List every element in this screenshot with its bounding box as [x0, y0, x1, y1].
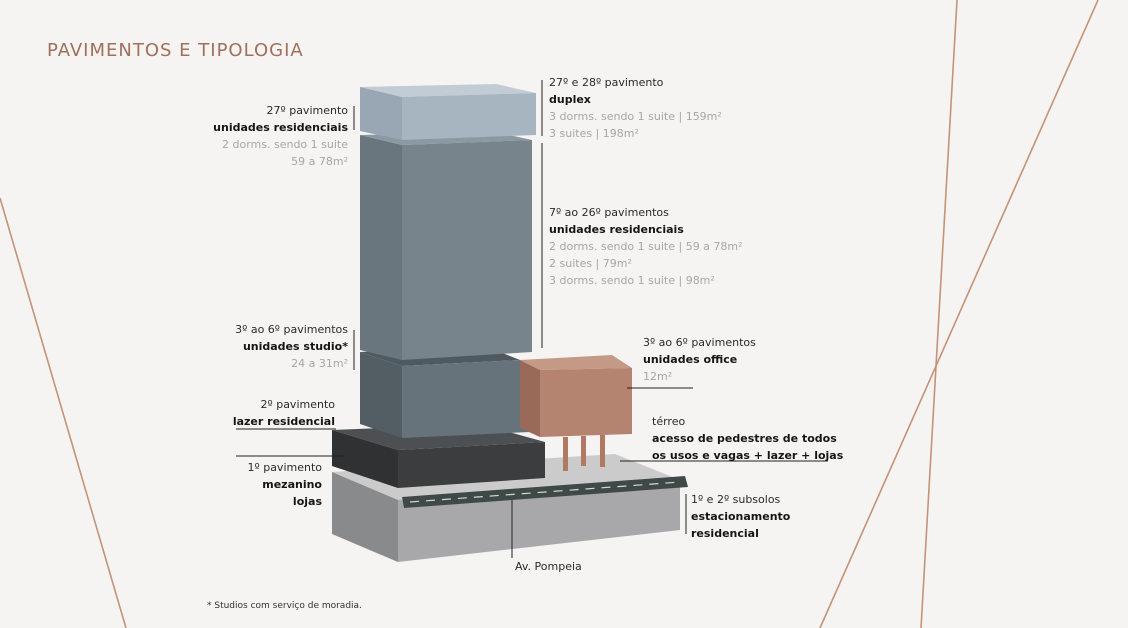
duplex-block-top	[360, 84, 536, 97]
label-studio: 3º ao 6º pavimentos unidades studio* 24 …	[235, 321, 348, 372]
label-street-name: Av. Pompeia	[515, 560, 582, 573]
label-mezanino-name: lojas	[292, 495, 322, 508]
label-lazer-name: lazer residencial	[232, 415, 335, 428]
label-floor27-line: 59 a 78m²	[291, 155, 348, 168]
tower-block-left	[360, 135, 402, 360]
label-floors7-26-line: 3 dorms. sendo 1 suite | 98m²	[549, 274, 715, 287]
footnote: * Studios com serviço de moradia.	[207, 601, 362, 611]
duplex-block-left	[360, 87, 402, 140]
label-floor27-name: unidades residenciais	[213, 121, 348, 134]
label-street: Av. Pompeia	[515, 558, 582, 575]
office-pillar	[563, 437, 568, 471]
label-mezanino-title: 1º pavimento	[247, 461, 322, 474]
label-subsolos: 1º e 2º subsolos estacionamento residenc…	[691, 491, 790, 542]
label-mezanino: 1º pavimento mezanino lojas	[248, 459, 322, 510]
label-floors7-26: 7º ao 26º pavimentos unidades residencia…	[549, 204, 743, 289]
lazer-block-left	[332, 430, 398, 488]
office-pillar	[600, 435, 605, 467]
label-terreo-name: os usos e vagas + lazer + lojas	[652, 449, 844, 462]
lazer-block-front	[398, 442, 545, 488]
label-floor27-line: 2 dorms. sendo 1 suite	[222, 138, 348, 151]
label-studio-name: unidades studio*	[242, 340, 348, 353]
label-studio-title: 3º ao 6º pavimentos	[235, 323, 348, 336]
label-studio-line: 24 a 31m²	[291, 357, 348, 370]
label-floor27-title: 27º pavimento	[266, 104, 348, 117]
tower-block-front	[402, 140, 532, 360]
copper-line-left	[0, 197, 127, 628]
label-office: 3º ao 6º pavimentos unidades office 12m²	[643, 334, 756, 385]
label-duplex-title: 27º e 28º pavimento	[549, 76, 664, 89]
label-floors7-26-title: 7º ao 26º pavimentos	[549, 206, 669, 219]
base-block-left	[332, 472, 398, 562]
label-floors7-26-name: unidades residenciais	[549, 223, 684, 236]
label-floor27: 27º pavimento unidades residenciais 2 do…	[213, 102, 348, 170]
label-terreo-name: acesso de pedestres de todos	[652, 432, 837, 445]
office-pillar	[581, 436, 586, 466]
label-subsolos-name: residencial	[691, 527, 759, 540]
label-duplex-line: 3 suites | 198m²	[549, 127, 639, 140]
street-dash	[409, 481, 681, 503]
label-subsolos-title: 1º e 2º subsolos	[691, 493, 781, 506]
label-duplex-line: 3 dorms. sendo 1 suite | 159m²	[549, 110, 722, 123]
label-lazer-title: 2º pavimento	[260, 398, 335, 411]
label-duplex-name: duplex	[549, 93, 591, 106]
page-title: PAVIMENTOS E TIPOLOGIA	[47, 40, 304, 61]
office-block-top	[520, 355, 632, 370]
label-subsolos-name: estacionamento	[691, 510, 791, 523]
label-lazer: 2º pavimento lazer residencial	[233, 396, 335, 430]
office-block-front	[540, 368, 632, 437]
label-mezanino-name: mezanino	[262, 478, 322, 491]
label-floors7-26-line: 2 suites | 79m²	[549, 257, 632, 270]
label-terreo: térreo acesso de pedestres de todos os u…	[652, 413, 843, 464]
label-terreo-title: térreo	[652, 415, 686, 428]
label-office-title: 3º ao 6º pavimentos	[643, 336, 756, 349]
label-floors7-26-line: 2 dorms. sendo 1 suite | 59 a 78m²	[549, 240, 743, 253]
label-office-name: unidades office	[643, 353, 738, 366]
copper-line-right-2	[819, 0, 1099, 628]
copper-line-right-1	[920, 0, 958, 628]
studio-block-front	[402, 360, 530, 438]
label-duplex: 27º e 28º pavimento duplex 3 dorms. send…	[549, 74, 722, 142]
duplex-block-front	[402, 93, 536, 140]
studio-block-left	[360, 352, 402, 438]
label-office-line: 12m²	[643, 370, 673, 383]
office-block-left	[520, 360, 540, 437]
